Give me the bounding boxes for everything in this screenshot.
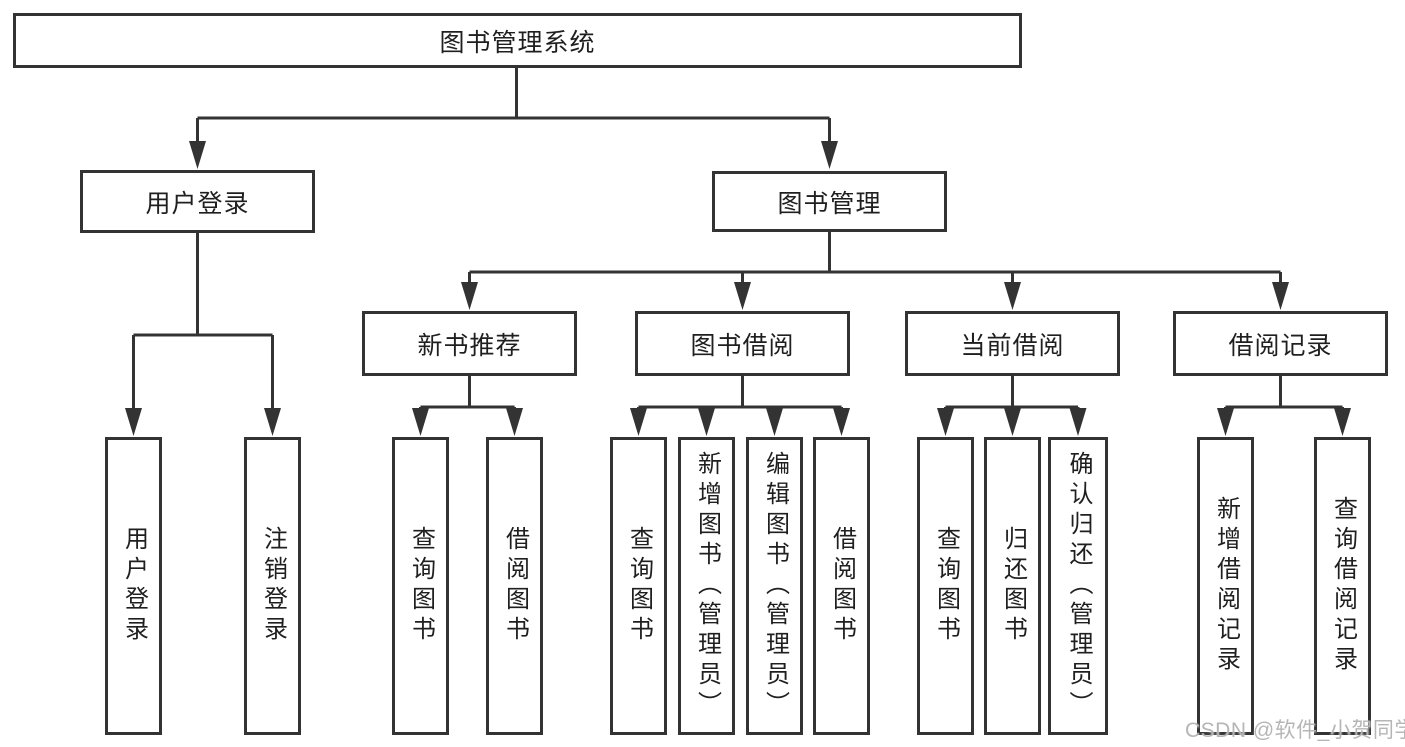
leaf-add-borrow-record: 新增借阅记录 [1197, 437, 1254, 735]
leaf-confirm-return-admin: 确认归还（管理员） [1048, 437, 1108, 735]
node-current-borrowing: 当前借阅 [905, 311, 1120, 376]
node-borrowing-records-label: 借阅记录 [1228, 331, 1333, 360]
node-library-system: 图书管理系统 [13, 13, 1022, 68]
leaf-query-books-recommend-label: 查询图书 [407, 526, 435, 646]
leaf-user-login-label: 用户登录 [120, 526, 148, 646]
node-book-management-label: 图书管理 [777, 189, 882, 218]
leaf-borrow-books-borrowing-label: 借阅图书 [828, 526, 856, 646]
node-user-login-label: 用户登录 [145, 189, 250, 218]
node-borrowing-records: 借阅记录 [1173, 311, 1388, 376]
edges-user-login-children [125, 233, 281, 436]
leaf-logout: 注销登录 [244, 437, 301, 735]
node-new-book-recommend: 新书推荐 [362, 311, 577, 376]
watermark: CSDN @软件_小贺同学 [1185, 719, 1405, 742]
leaf-query-books-current: 查询图书 [917, 437, 974, 735]
edges-book-borrowing-children [630, 376, 850, 436]
leaf-confirm-return-admin-label: 确认归还（管理员） [1065, 451, 1092, 721]
leaf-add-books-admin: 新增图书（管理员） [678, 437, 735, 735]
leaf-borrow-books-recommend: 借阅图书 [486, 437, 543, 735]
edges-current-borrowing-children [937, 376, 1087, 436]
leaf-query-borrow-record: 查询借阅记录 [1314, 437, 1371, 735]
leaf-return-books: 归还图书 [984, 437, 1041, 735]
leaf-query-borrow-record-label: 查询借阅记录 [1329, 496, 1357, 676]
leaf-query-books-current-label: 查询图书 [932, 526, 960, 646]
node-new-book-recommend-label: 新书推荐 [417, 331, 522, 360]
leaf-edit-books-admin: 编辑图书（管理员） [746, 437, 803, 735]
edges-borrowing-records-children [1217, 376, 1351, 436]
leaf-logout-label: 注销登录 [259, 526, 287, 646]
leaf-edit-books-admin-label: 编辑图书（管理员） [761, 451, 789, 721]
node-current-borrowing-label: 当前借阅 [960, 331, 1065, 360]
leaf-borrow-books-recommend-label: 借阅图书 [501, 526, 529, 646]
leaf-query-books-recommend: 查询图书 [392, 437, 449, 735]
node-library-system-label: 图书管理系统 [439, 28, 596, 57]
leaf-query-books-borrowing-label: 查询图书 [625, 526, 653, 646]
leaf-borrow-books-borrowing: 借阅图书 [813, 437, 870, 735]
edges-book-management-children [461, 232, 1289, 310]
leaf-add-borrow-record-label: 新增借阅记录 [1212, 496, 1240, 676]
leaf-user-login: 用户登录 [105, 437, 162, 735]
edges-root-to-level2 [189, 68, 838, 169]
node-user-login: 用户登录 [80, 170, 315, 233]
node-book-borrowing-label: 图书借阅 [690, 331, 795, 360]
node-book-borrowing: 图书借阅 [635, 311, 850, 376]
leaf-query-books-borrowing: 查询图书 [610, 437, 667, 735]
edges-new-book-recommend-children [412, 376, 523, 436]
leaf-add-books-admin-label: 新增图书（管理员） [693, 451, 721, 721]
node-book-management: 图书管理 [712, 171, 947, 232]
leaf-return-books-label: 归还图书 [999, 526, 1027, 646]
